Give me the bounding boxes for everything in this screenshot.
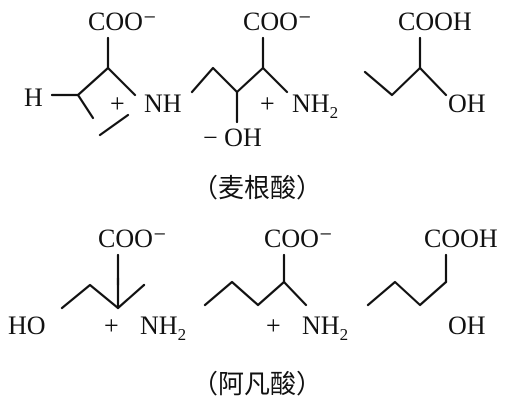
m2-nh2-2-label: NH2 [302,311,348,344]
m2-coo-mid-label: COO⁻ [264,224,333,253]
m1-coo-mid-label: COO⁻ [243,7,312,36]
m2-oh-right-label: OH [448,311,486,340]
m1-nh2-label: NH2 [292,89,338,122]
m2-ho-left-label: HO [8,311,46,340]
m1-h-label: H [24,83,43,112]
m1-coo-left-label: COO⁻ [88,7,157,36]
m1-oh-right-label: OH [448,89,486,118]
m1-bond-ring-lower [98,113,130,137]
m2-caption: （阿凡酸） [192,370,322,400]
m2-bond-mid-chain [203,280,308,307]
m2-nh2-1-label: NH2 [140,311,186,344]
m2-plus-2-label: + [266,311,281,340]
m2-bond-left-chain [60,283,146,310]
molecule-mugineic-acid: COO⁻ COO⁻ COOH H + NH + NH2 − OH OH （麦根酸… [24,7,486,204]
m2-bond-right-chain [366,280,448,307]
m1-plus-1-label: + [110,89,125,118]
m1-cooh-right-label: COOH [398,7,472,36]
m2-coo-left-label: COO⁻ [98,224,167,253]
m1-nh-label: NH [144,89,182,118]
m2-cooh-right-label: COOH [424,224,498,253]
molecule-avenic-acid: COO⁻ COO⁻ COOH HO + NH2 + NH2 OH （阿凡酸） [8,224,498,400]
m1-bond-ring [76,93,95,120]
m1-minus-oh-label: − OH [203,123,262,152]
m1-caption: （麦根酸） [192,174,322,204]
m1-bond-skeleton-left [50,66,137,97]
m2-plus-1-label: + [104,311,119,340]
m1-bond-right-chain [363,66,448,97]
m1-plus-2-label: + [260,89,275,118]
